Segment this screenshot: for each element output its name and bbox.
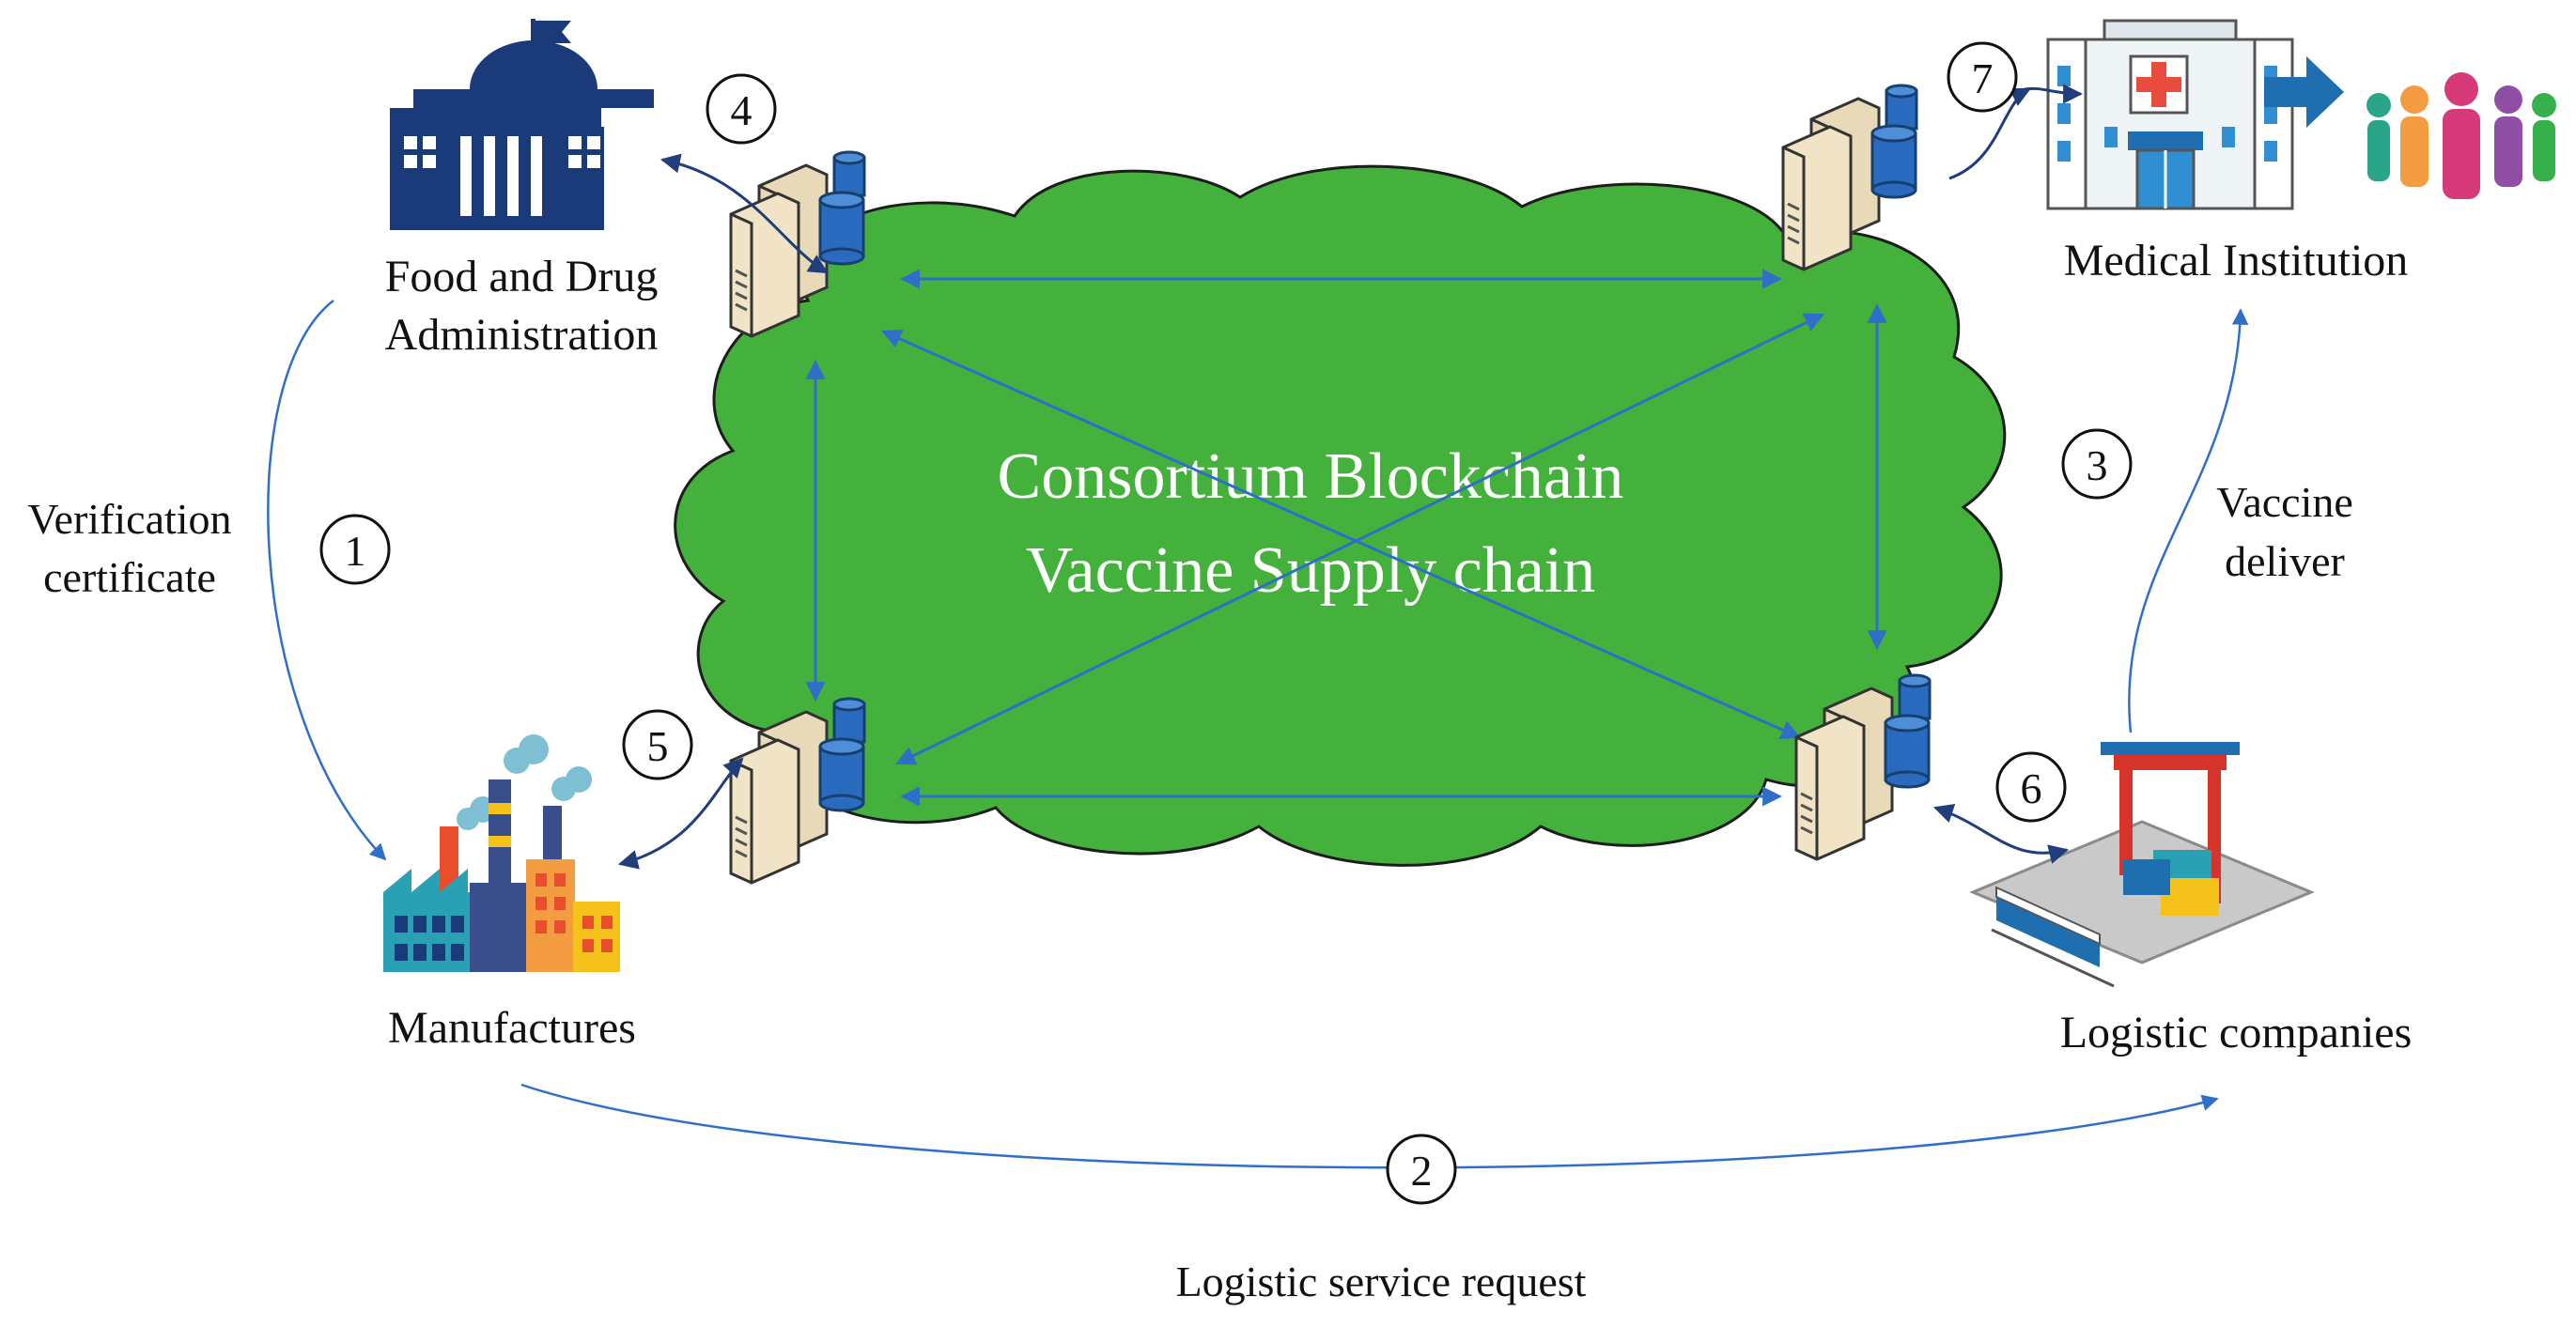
step-number: 7: [1972, 54, 1994, 102]
logistic-request-label: Logistic service request: [1176, 1258, 1587, 1305]
logistic-request-flow-arrow: [520, 1083, 2219, 1169]
step-number: 3: [2087, 441, 2108, 489]
step-number: 2: [1411, 1147, 1433, 1195]
medical-node-link-a: [1948, 87, 2031, 180]
medical-node-link-b: [2024, 84, 2084, 104]
right-arrow-icon: [2264, 56, 2344, 128]
verification-label-line1: Verification: [27, 495, 231, 543]
step-number: 1: [345, 527, 366, 575]
verification-label-line2: certificate: [43, 553, 216, 601]
cloud-title-line2: Vaccine Supply chain: [1026, 534, 1595, 607]
government-building-icon: [390, 19, 654, 230]
step-marker-4: 4: [706, 73, 777, 145]
step-number: 6: [2021, 764, 2042, 812]
step-number: 5: [647, 722, 669, 770]
step-marker-1: 1: [319, 514, 391, 585]
logistic-companies-label: Logistic companies: [2060, 1008, 2413, 1057]
step-marker-2: 2: [1386, 1134, 1457, 1205]
step-marker-6: 6: [1995, 751, 2067, 823]
step-number: 4: [731, 86, 753, 134]
link-diagonal-2: [895, 313, 1824, 765]
fda-label-line1: Food and Drug: [385, 252, 659, 301]
verification-flow-arrow: [267, 300, 387, 861]
manufactures-label: Manufactures: [388, 1003, 636, 1053]
manufacturer-node-link: [617, 757, 744, 870]
cloud-title-line1: Consortium Blockchain: [998, 440, 1624, 513]
medical-institution-label: Medical Institution: [2064, 236, 2409, 285]
step-marker-3: 3: [2061, 428, 2133, 500]
fda-label-line2: Administration: [385, 310, 659, 360]
logistic-node-link: [1933, 804, 2070, 864]
hospital-icon: [2046, 19, 2294, 210]
fda-node-link: [660, 153, 829, 274]
node-links: [805, 269, 1887, 807]
vaccine-label-line1: Vaccine: [2216, 478, 2353, 526]
factory-icon: [383, 734, 620, 972]
server-node-top-right: [1781, 84, 1918, 271]
people-group-icon: [2367, 72, 2556, 199]
vaccine-deliver-flow-arrow: [2128, 308, 2249, 733]
step-marker-5: 5: [622, 709, 693, 780]
vaccine-label-line2: deliver: [2225, 537, 2345, 585]
step-marker-7: 7: [1947, 41, 2018, 113]
